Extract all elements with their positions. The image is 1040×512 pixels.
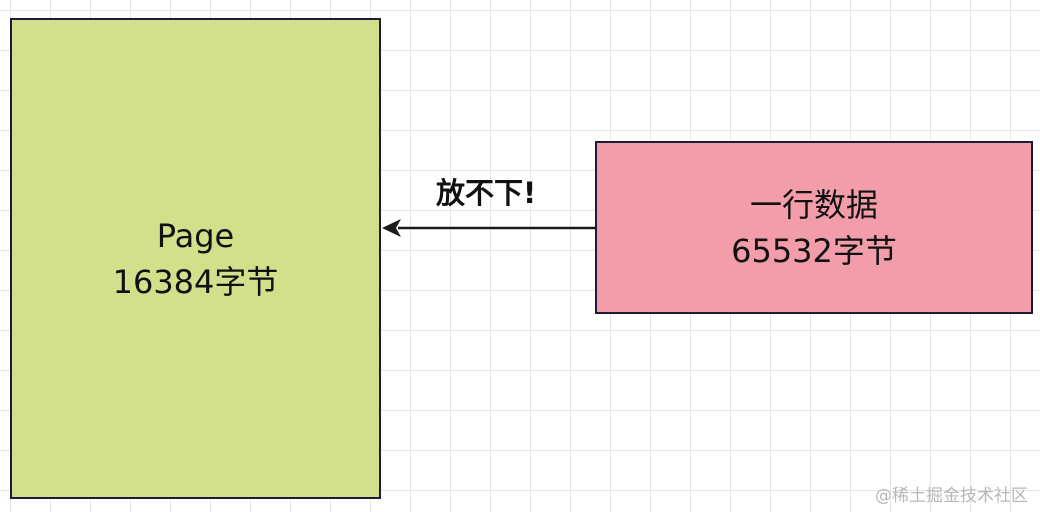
row-block-size: 65532字节 [731,231,897,270]
row-block-title: 一行数据 [749,185,878,224]
page-block: Page 16384字节 [10,18,381,499]
row-block: 一行数据 65532字节 [595,141,1033,314]
watermark: @稀土掘金技术社区 [875,486,1028,506]
page-block-size: 16384字节 [112,262,279,301]
page-block-title: Page [156,216,235,255]
arrow-head-icon [382,219,401,237]
arrow-label: 放不下! [436,176,537,210]
